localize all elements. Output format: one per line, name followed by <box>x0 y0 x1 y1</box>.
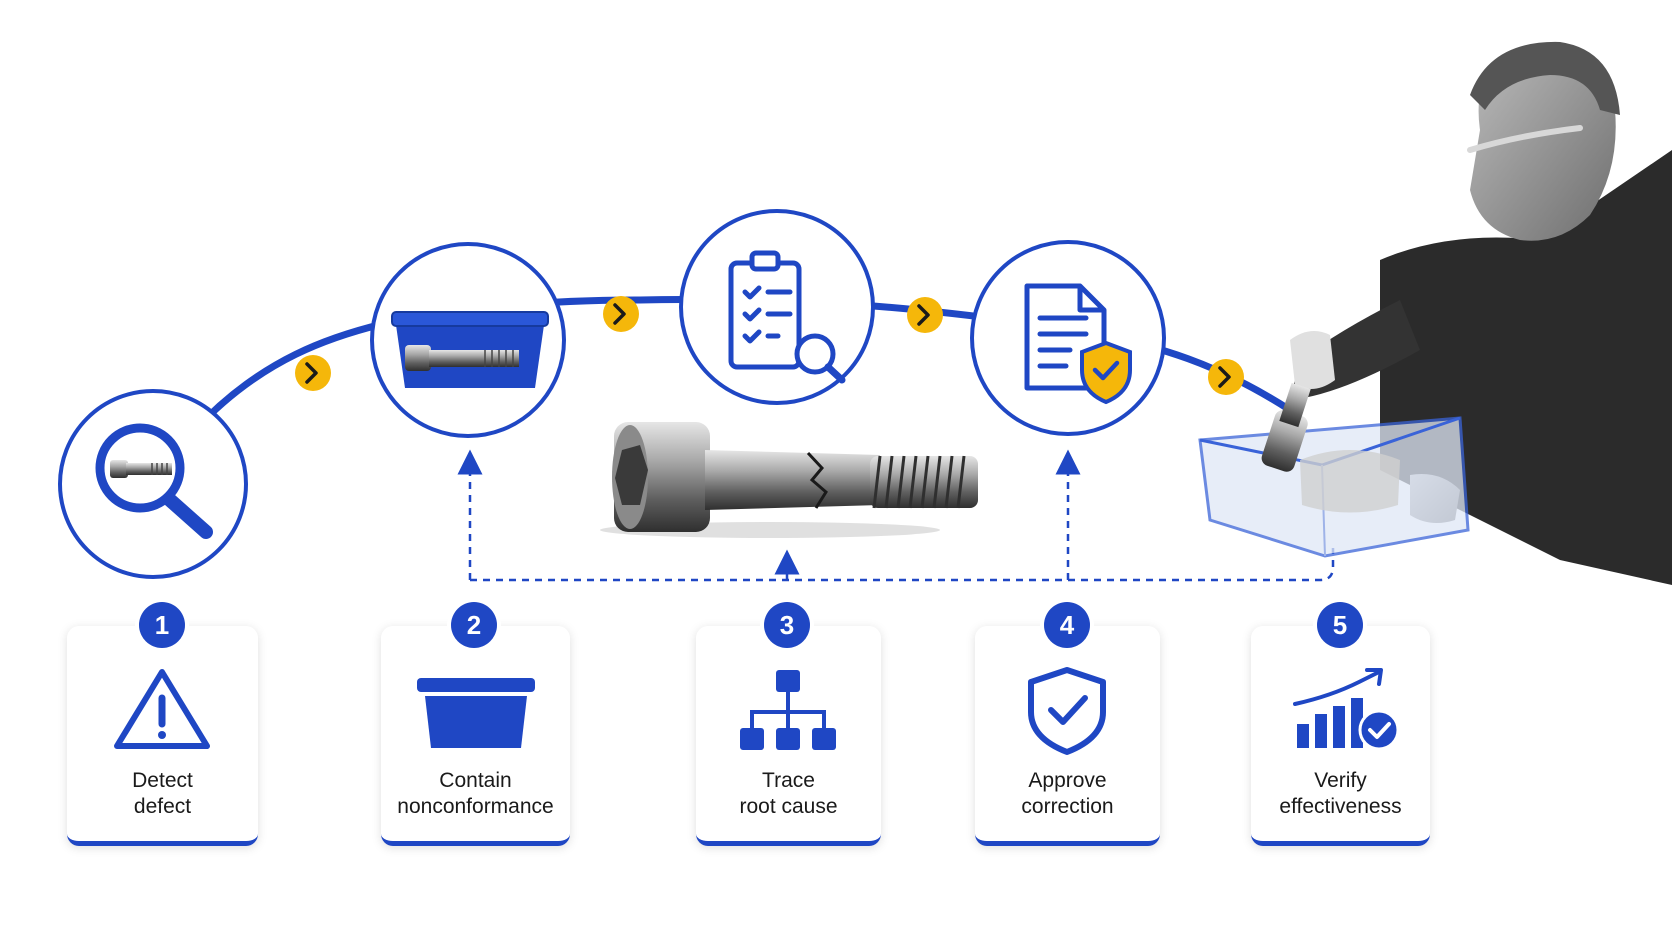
growth-chart-check-icon <box>1293 668 1400 751</box>
bin-icon <box>417 678 535 748</box>
cracked-bolt-image <box>600 422 978 538</box>
hierarchy-icon <box>740 670 836 750</box>
step-4-badge: 4 <box>1044 602 1090 648</box>
clipboard-search-icon <box>728 250 846 384</box>
step-3-circle <box>679 209 875 405</box>
step-4-circle <box>970 240 1166 436</box>
step-1-badge: 1 <box>139 602 185 648</box>
shield-check-icon <box>1028 667 1106 755</box>
document-shield-icon <box>1024 283 1132 405</box>
step-1-circle <box>58 389 248 579</box>
magnifier-bolt-icon <box>95 423 213 539</box>
warning-icon <box>114 669 210 749</box>
step-5-badge: 5 <box>1317 602 1363 648</box>
chevron-right-icon <box>907 297 943 333</box>
transparent-container-image <box>1198 382 1470 558</box>
chevron-right-icon <box>1208 359 1244 395</box>
step-2-circle <box>370 242 566 438</box>
chevron-right-icon <box>603 296 639 332</box>
step-2-badge: 2 <box>451 602 497 648</box>
bin-bolt-icon <box>391 311 549 388</box>
feedback-loop <box>457 449 1335 582</box>
chevron-right-icon <box>295 355 331 391</box>
step-3-badge: 3 <box>764 602 810 648</box>
